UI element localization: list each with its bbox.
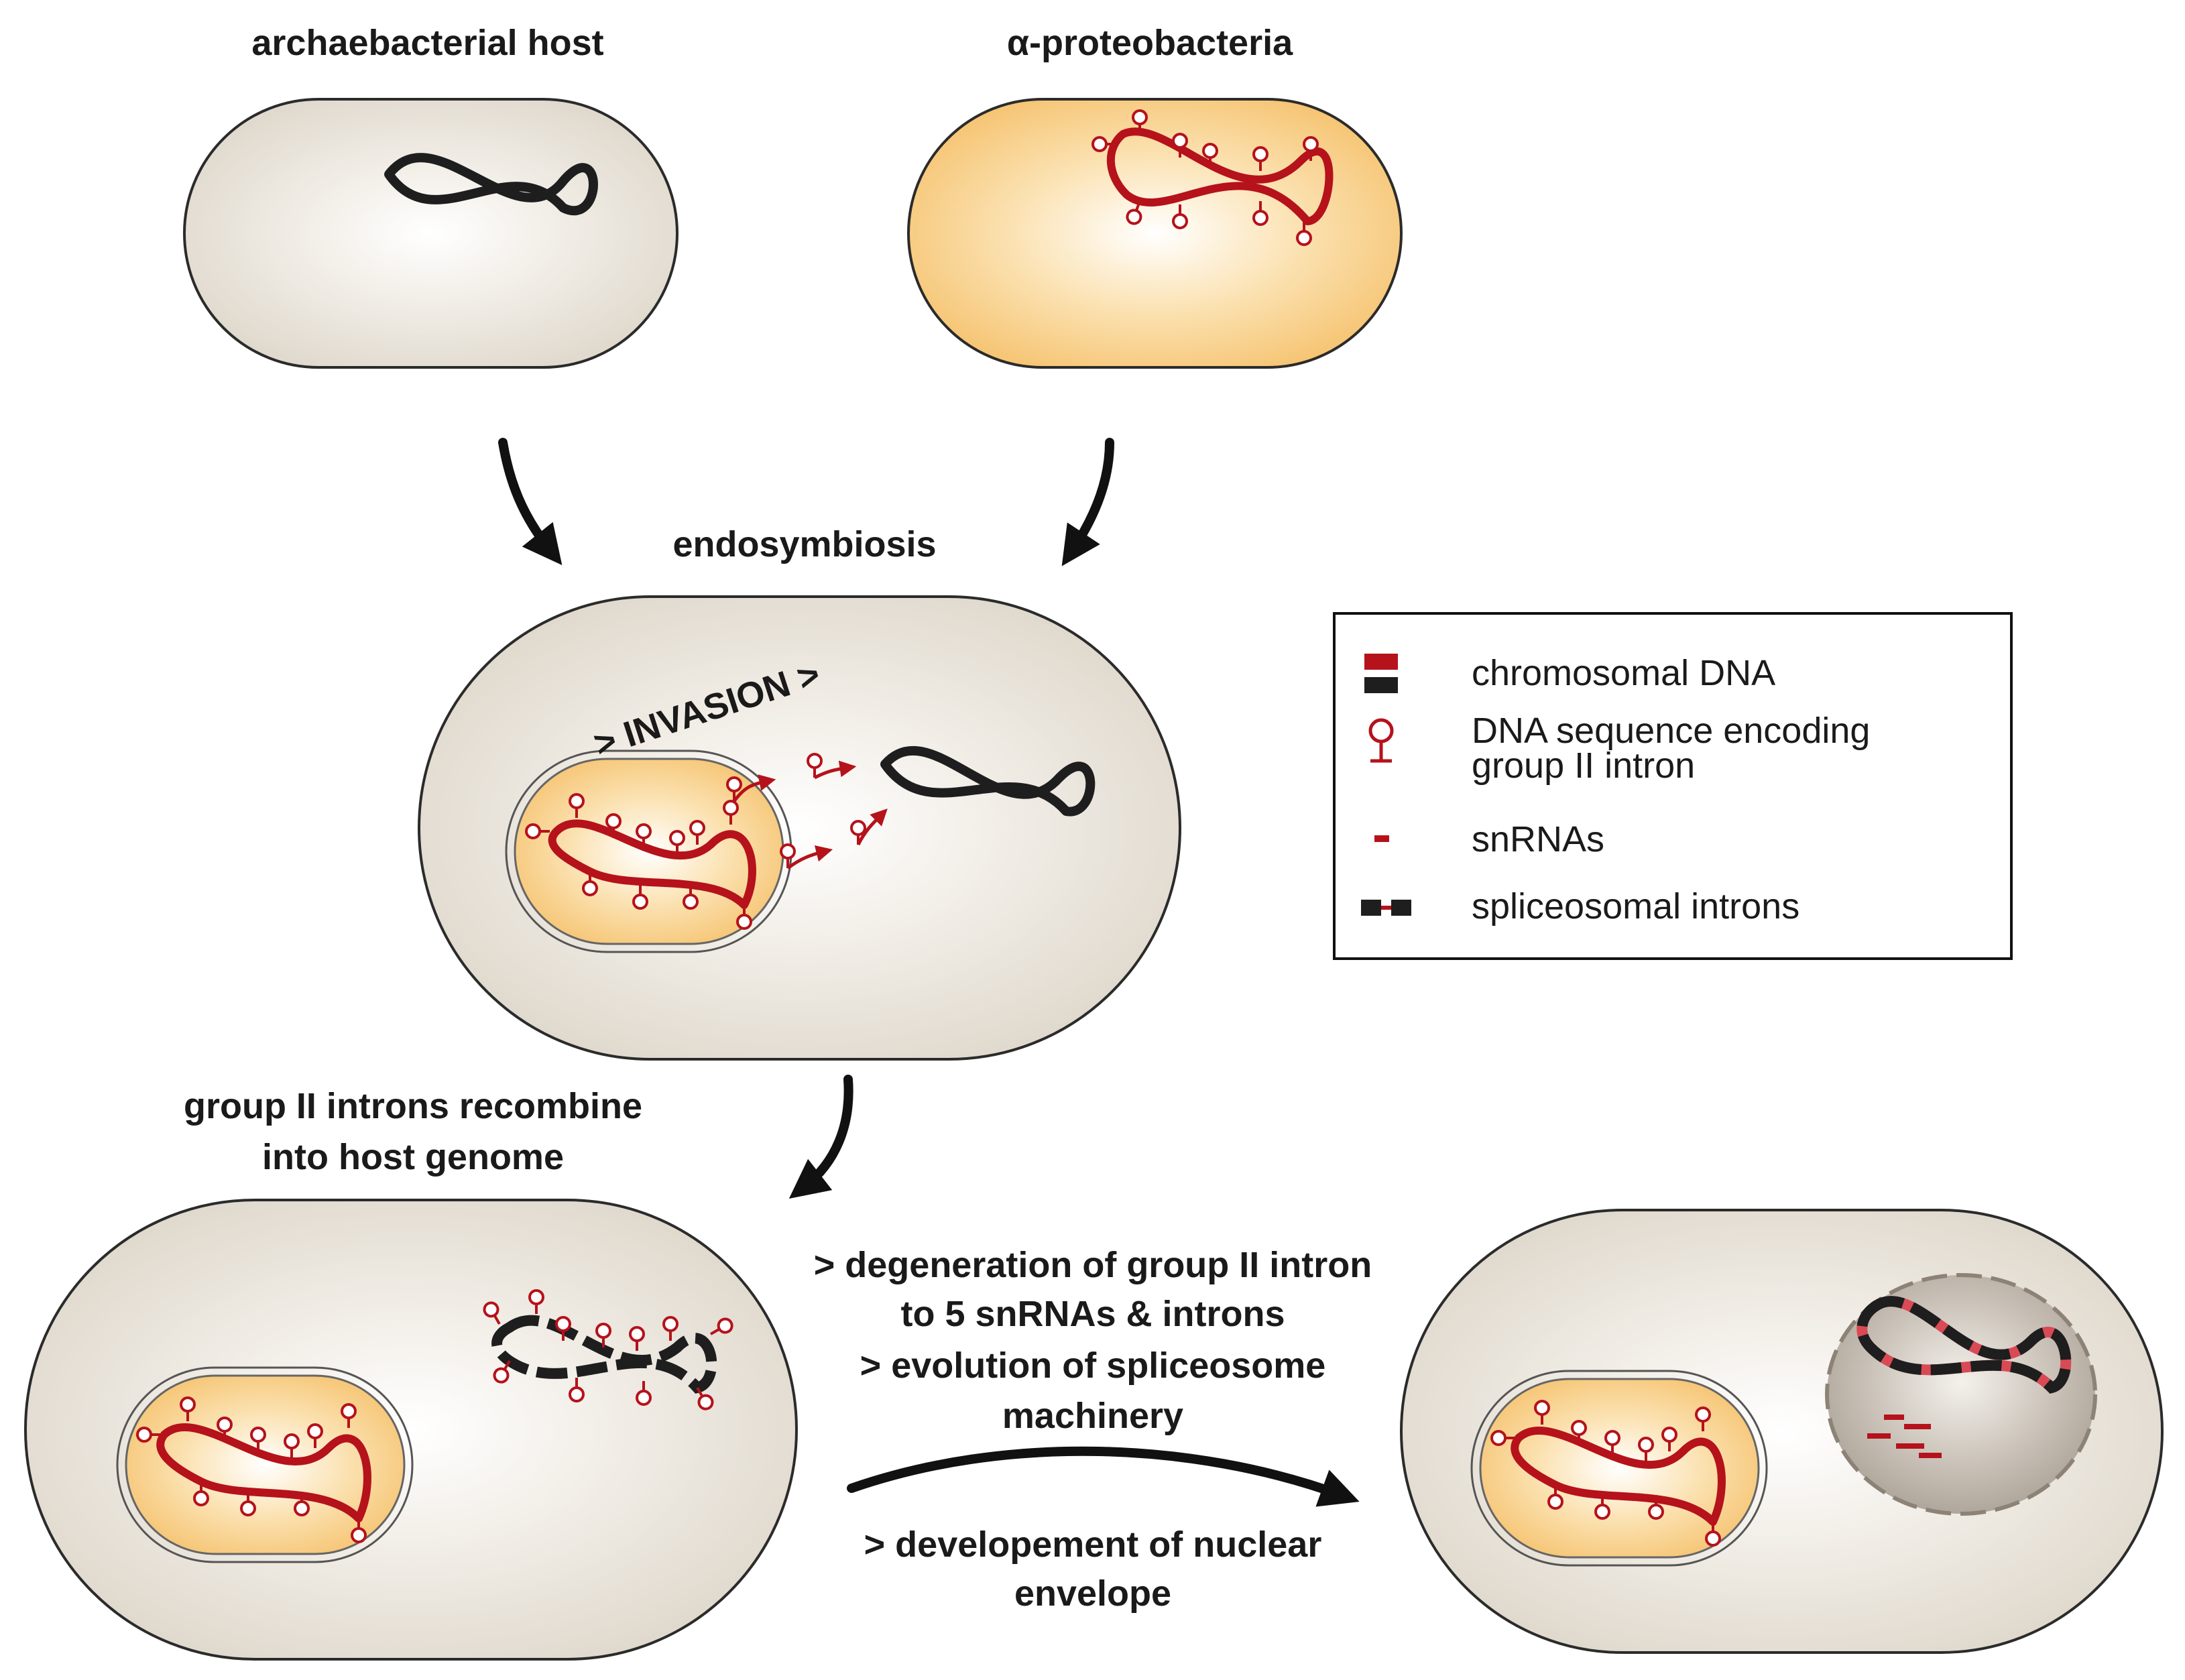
recombine-label-1: group II introns recombine (184, 1086, 642, 1126)
host-chromosome (880, 745, 1096, 817)
legend-spliceosomal-intron-icon (1361, 900, 1411, 916)
engulfed-bacterium (505, 749, 792, 953)
eukaryote-cell (1400, 1209, 2164, 1654)
archaea-label: archaebacterial host (251, 23, 603, 63)
legend-intron-icon (1368, 718, 1394, 763)
endosymbiosis-label: endosymbiosis (672, 524, 936, 564)
escaping-introns (726, 753, 888, 870)
recombination-cell (24, 1199, 798, 1661)
arrow-alpha-to-endosymbiosis (1061, 438, 1114, 566)
step-text-1: > degeneration of group II intron (814, 1245, 1372, 1285)
step-text-6: envelope (1014, 1573, 1171, 1614)
step-text-2: to 5 snRNAs & introns (900, 1294, 1285, 1334)
arrow-endosymbiosis-to-recombination (788, 1075, 853, 1199)
legend-chromosomal-dna-swatch (1364, 654, 1398, 670)
legend-chromosomal-dna-label: chromosomal DNA (1472, 653, 1775, 693)
step-text-5: > developement of nuclear (864, 1524, 1322, 1565)
legend-intron-label-2: group II intron (1472, 745, 1695, 786)
nucleus (1825, 1273, 2097, 1516)
snrnas (1867, 1415, 1942, 1458)
legend-snrna-swatch (1374, 835, 1389, 842)
legend: chromosomal DNA DNA sequence encoding gr… (1333, 612, 2013, 960)
archaea-chromosome (384, 153, 598, 216)
alpha-proteobacteria-cell (907, 98, 1403, 369)
host-chromosome-with-introns (480, 1289, 736, 1413)
legend-spliceosomal-intron-label: spliceosomal introns (1472, 886, 1799, 926)
bacterial-chromosome (1091, 109, 1334, 246)
arrow-recombination-to-eukaryote (847, 1446, 1360, 1507)
legend-intron-label-1: DNA sequence encoding (1472, 711, 1870, 751)
step-text-3: > evolution of spliceosome (860, 1345, 1326, 1386)
step-text-4: machinery (1002, 1396, 1183, 1436)
archaea-cell (183, 98, 678, 369)
alpha-proteobacteria-label: α-proteobacteria (1007, 23, 1293, 63)
endosymbiosis-cell: > INVASION > (418, 595, 1181, 1061)
recombine-label-2: into host genome (262, 1137, 564, 1177)
legend-snrna-label: snRNAs (1472, 819, 1604, 859)
arrow-archaea-to-endosymbiosis (498, 438, 563, 565)
